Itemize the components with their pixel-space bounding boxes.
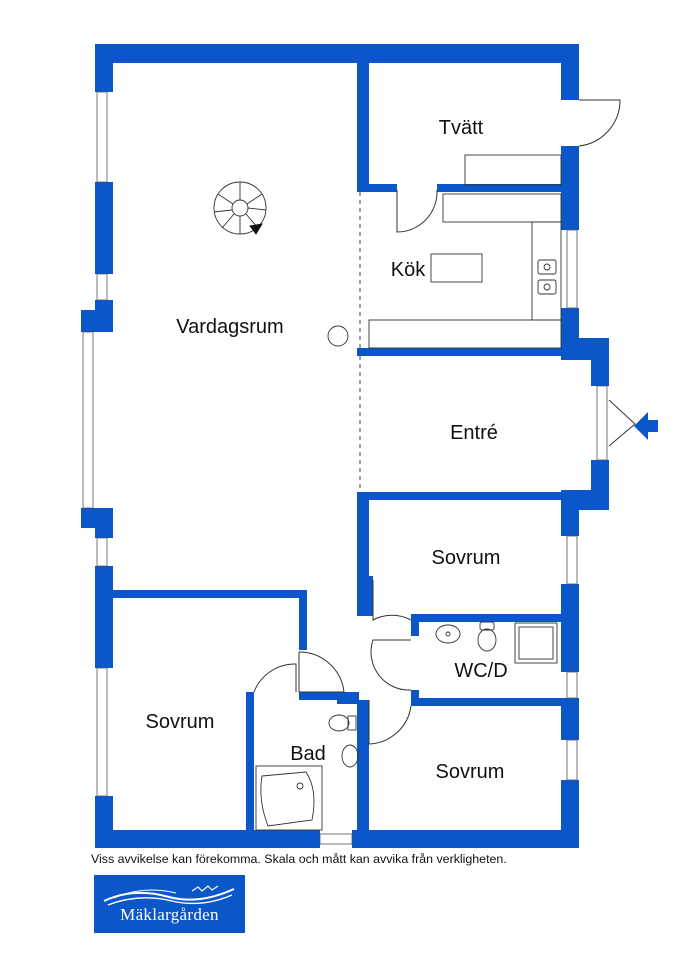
door-swings: [253, 99, 636, 745]
room-label-bad: Bad: [290, 743, 326, 765]
logo-waves-icon: [103, 885, 235, 906]
room-label-vardagsrum: Vardagsrum: [176, 316, 283, 338]
room-label-sovrum-1: Sovrum: [432, 547, 501, 569]
entrance-arrow-icon: [634, 412, 658, 440]
room-label-sovrum-2: Sovrum: [436, 761, 505, 783]
room-labels: Tvätt Kök Vardagsrum Entré Sovrum WC/D S…: [146, 117, 508, 783]
disclaimer-text: Viss avvikelse kan förekomma. Skala och …: [91, 852, 507, 866]
fixtures: [213, 154, 562, 831]
room-label-kok: Kök: [391, 259, 426, 281]
room-label-tvatt: Tvätt: [439, 117, 484, 139]
walls: [81, 44, 609, 848]
brand-logo: Mäklargården: [94, 875, 245, 933]
room-label-wcd: WC/D: [454, 660, 507, 682]
windows: [82, 91, 608, 845]
room-label-sovrum-3: Sovrum: [146, 711, 215, 733]
brand-name: Mäklargården: [120, 905, 219, 924]
room-label-entre: Entré: [450, 422, 498, 444]
